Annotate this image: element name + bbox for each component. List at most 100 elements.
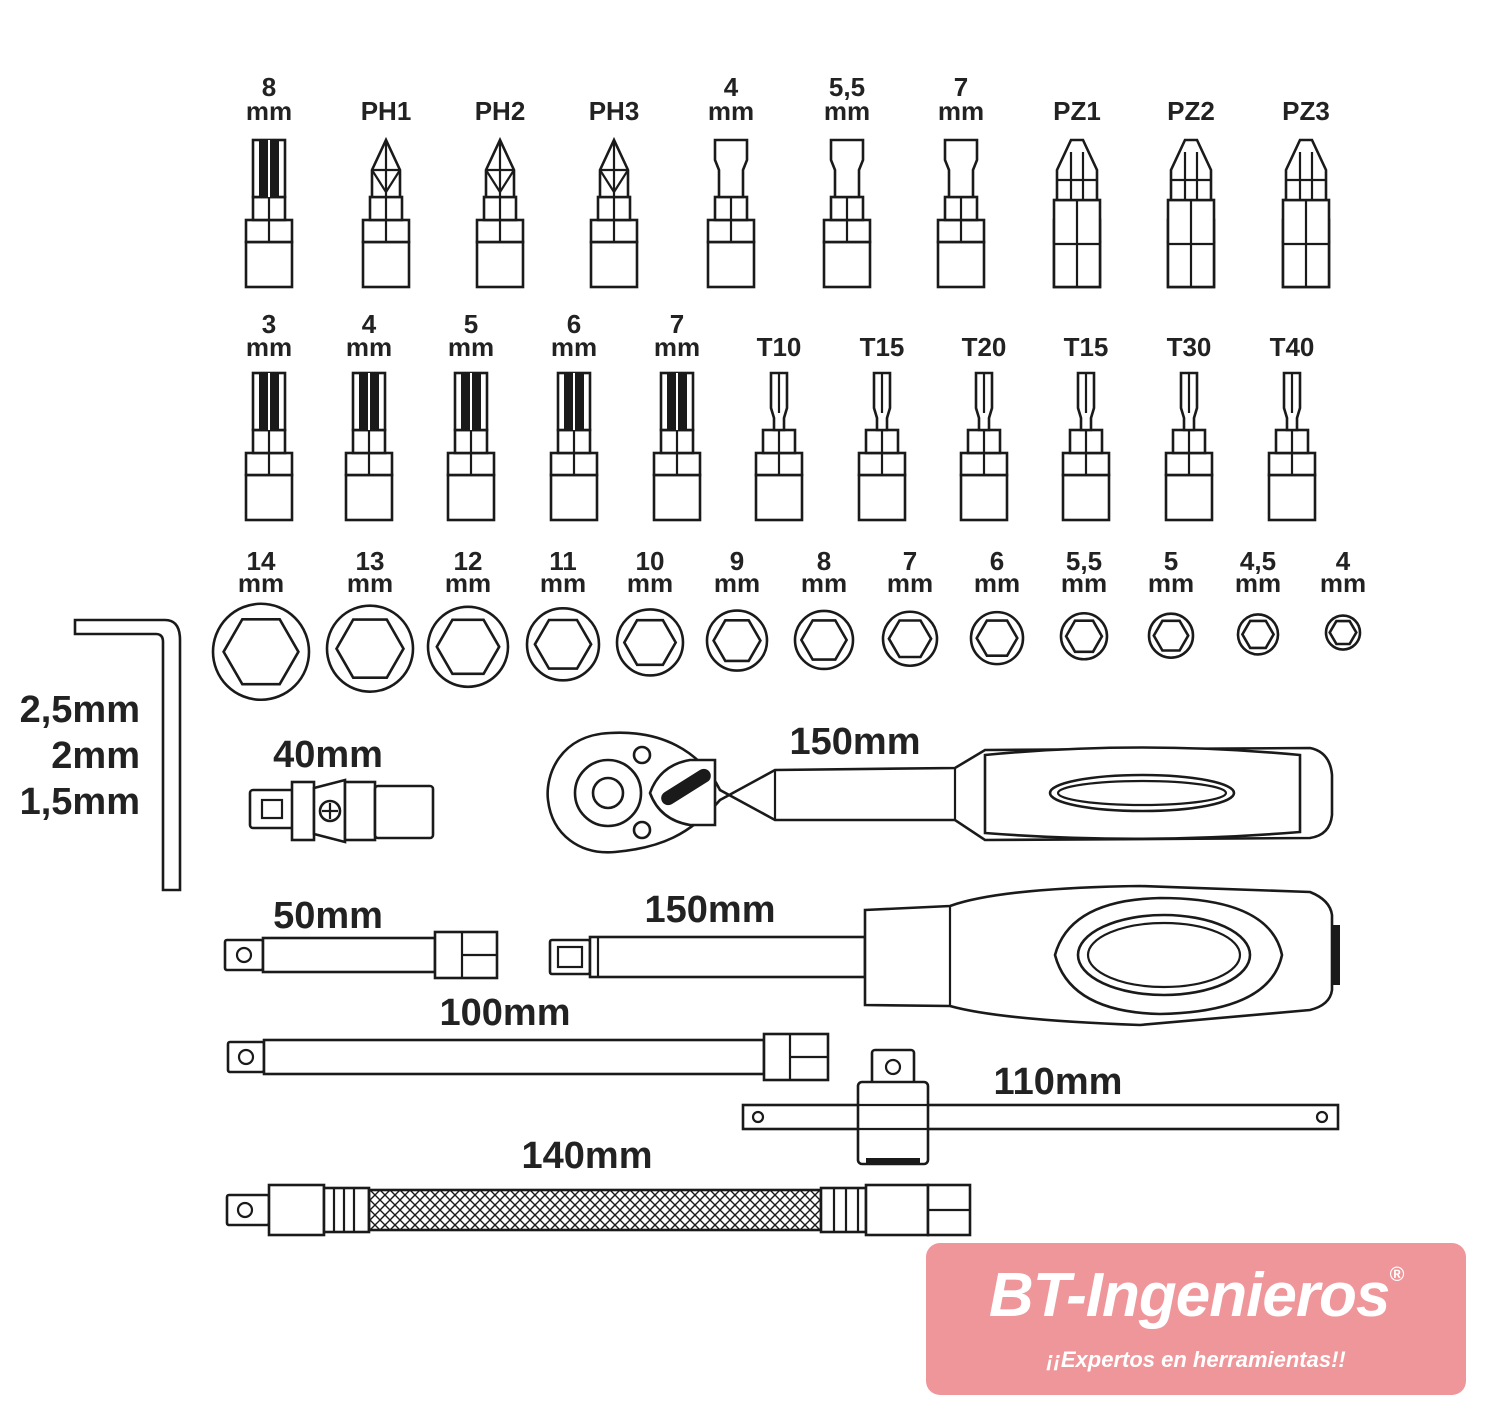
socket-10-label: mm: [1148, 568, 1194, 598]
bit-row1-4-label: mm: [708, 96, 754, 126]
hex-key-size-2: 2mm: [51, 735, 140, 777]
bit-icon: [475, 136, 525, 289]
screwdriver-handle-icon: [548, 884, 1340, 1027]
bit-row2-3-label-top: 6: [567, 309, 581, 339]
universal-joint-icon: [248, 778, 435, 844]
flexible-extension-icon: [225, 1183, 972, 1237]
socket-icon: [1324, 614, 1362, 651]
bit-icon: [1281, 138, 1331, 289]
socket-9-label: mm: [1061, 568, 1107, 598]
bit-row1-0-label-top: 8: [262, 72, 276, 102]
bit-row1-9-label: PZ3: [1282, 96, 1330, 126]
bit-row1-6-label: mm: [938, 96, 984, 126]
socket-4-label: mm: [627, 568, 673, 598]
bit-row1-3-label: PH3: [589, 96, 640, 126]
socket-8-label: mm: [974, 568, 1020, 598]
socket-4-label-top: 10: [636, 546, 665, 576]
bit-row2-2-label-top: 5: [464, 309, 478, 339]
bit-icon: [857, 371, 907, 522]
ratchet-icon: [546, 731, 1334, 854]
socket-6-label: mm: [801, 568, 847, 598]
hex-key-size-3: 1,5mm: [20, 781, 140, 823]
watermark-badge: BT-Ingenieros® ¡¡Expertos en herramienta…: [926, 1243, 1466, 1395]
t-handle-icon: [741, 1048, 1340, 1166]
bit-icon: [549, 371, 599, 522]
bit-icon: [244, 138, 294, 289]
socket-icon: [1236, 613, 1280, 656]
bit-icon: [1166, 138, 1216, 289]
socket-1-label: mm: [347, 568, 393, 598]
socket-1-label-top: 13: [356, 546, 385, 576]
socket-7-label: mm: [887, 568, 933, 598]
bit-icon: [446, 371, 496, 522]
sockets-row: 14mm13mm12mm11mm10mm9mm8mm7mm6mm5,5mm5mm…: [211, 546, 1366, 702]
bit-icon: [822, 138, 872, 289]
bit-icon: [706, 138, 756, 289]
bit-row2-1-label: mm: [346, 332, 392, 362]
bit-row2-3-label: mm: [551, 332, 597, 362]
socket-5-label-top: 9: [730, 546, 744, 576]
bit-icon: [754, 371, 804, 522]
socket-icon: [1059, 611, 1109, 661]
ratchet-label: 150mm: [790, 721, 921, 763]
socket-10-label-top: 5: [1164, 546, 1178, 576]
socket-icon: [211, 602, 311, 702]
watermark-slogan: ¡¡Expertos en herramientas!!: [1046, 1347, 1346, 1372]
socket-12-label-top: 4: [1336, 546, 1351, 576]
bit-row1-6-label-top: 7: [954, 72, 968, 102]
socket-icon: [426, 605, 510, 689]
bit-row2-4-label-top: 7: [670, 309, 684, 339]
extension-bar-icon: [223, 930, 499, 980]
socket-icon: [615, 608, 685, 677]
bit-row1-4-label-top: 4: [724, 72, 739, 102]
socket-icon: [881, 610, 939, 668]
socket-7-label-top: 7: [903, 546, 917, 576]
bit-icon: [244, 371, 294, 522]
socket-2-label: mm: [445, 568, 491, 598]
socket-icon: [969, 610, 1025, 666]
socket-3-label-top: 11: [549, 546, 577, 576]
hex-key-size-1: 2,5mm: [20, 689, 140, 731]
socket-icon: [525, 607, 601, 682]
socket-8-label-top: 6: [990, 546, 1004, 576]
bit-row2-7-label: T20: [962, 332, 1007, 362]
screwdriver-handle-label: 150mm: [645, 889, 776, 931]
socket-11-label: mm: [1235, 568, 1281, 598]
socket-3-label: mm: [540, 568, 586, 598]
bit-icon: [1164, 371, 1214, 522]
t-handle-label: 110mm: [994, 1061, 1123, 1103]
bit-row2-0-label: mm: [246, 332, 292, 362]
bit-row1-5-label: mm: [824, 96, 870, 126]
bit-row2-0-label-top: 3: [262, 309, 276, 339]
extension-short-label: 50mm: [273, 895, 383, 937]
bit-icon: [652, 371, 702, 522]
socket-9-label-top: 5,5: [1066, 546, 1102, 576]
socket-0-label-top: 14: [247, 546, 276, 576]
bit-icon: [344, 371, 394, 522]
bit-icon: [1061, 371, 1111, 522]
bit-row2-2-label: mm: [448, 332, 494, 362]
bit-icon: [361, 136, 411, 289]
bit-icon: [1052, 138, 1102, 289]
bit-row2-1-label-top: 4: [362, 309, 377, 339]
hex-key-icon: [73, 618, 182, 892]
bit-icon: [959, 371, 1009, 522]
socket-icon: [705, 609, 769, 672]
watermark-brand: BT-Ingenieros®: [926, 1265, 1466, 1327]
extension-long-label: 100mm: [440, 992, 571, 1034]
socket-5-label: mm: [714, 568, 760, 598]
bit-row1-2-label: PH2: [475, 96, 526, 126]
bit-row1-5-label-top: 5,5: [829, 72, 865, 102]
watermark-brand-text: BT-Ingenieros: [988, 1261, 1390, 1330]
bit-row2-4-label: mm: [654, 332, 700, 362]
bit-row2-8-label: T15: [1064, 332, 1109, 362]
bit-row1-8-label: PZ2: [1167, 96, 1215, 126]
bit-icon: [589, 136, 639, 289]
bit-row1-0-label: mm: [246, 96, 292, 126]
universal-joint-label: 40mm: [273, 734, 383, 776]
bit-icon: [1267, 371, 1317, 522]
